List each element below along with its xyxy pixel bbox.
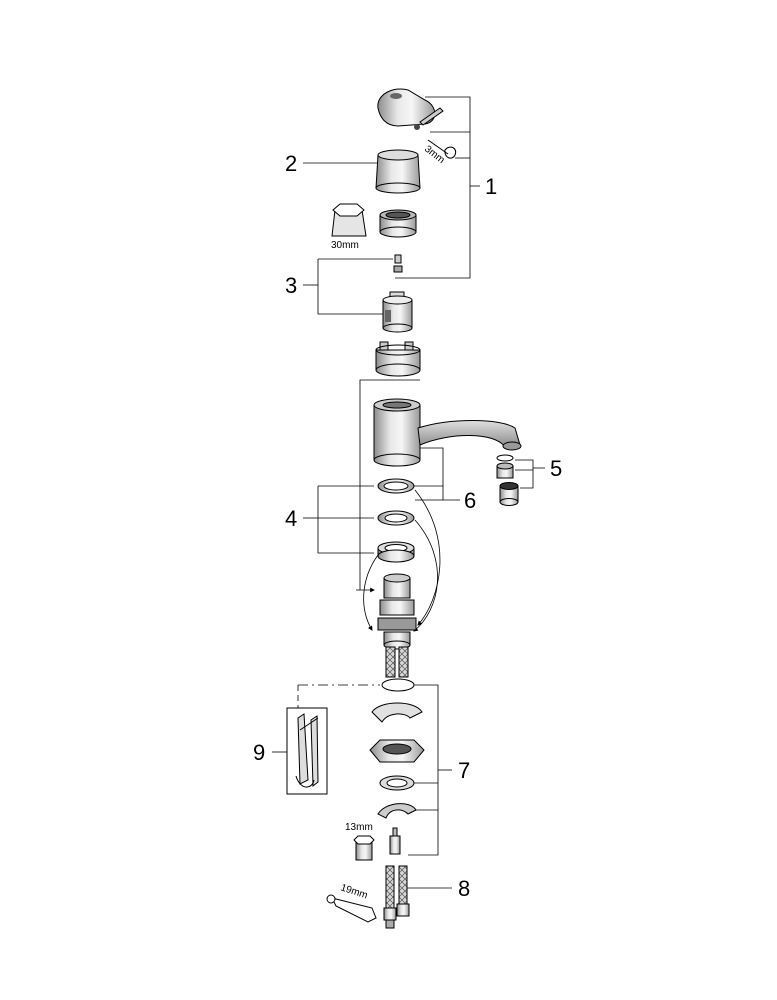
half-shell-spacer <box>371 702 423 723</box>
hex-key-size-label: 3mm <box>422 144 446 166</box>
bonnet-nut <box>379 209 417 238</box>
set-screw <box>414 107 457 159</box>
supply-hoses <box>383 865 410 929</box>
leader-lines <box>272 96 545 889</box>
o-rings <box>377 478 415 563</box>
callout-7: 7 <box>458 758 470 783</box>
base-seal <box>381 678 415 692</box>
callout-1: 1 <box>485 174 497 199</box>
wrench-tool <box>326 894 377 923</box>
cartridge <box>382 291 413 333</box>
mounting-tool-box <box>286 707 328 795</box>
washer <box>379 775 415 791</box>
callout-9: 9 <box>253 740 265 765</box>
aerator-parts <box>496 454 519 506</box>
socket-size-label: 30mm <box>331 240 359 251</box>
callout-3: 3 <box>285 273 297 298</box>
octagon-plate <box>369 739 425 763</box>
nut-size-label: 13mm <box>345 822 373 833</box>
guide-ring <box>375 341 421 377</box>
callout-5: 5 <box>550 456 562 481</box>
callout-6: 6 <box>464 488 476 513</box>
retaining-clip <box>377 803 417 819</box>
callout-4: 4 <box>285 506 297 531</box>
hex-nut <box>353 835 375 861</box>
threaded-stud <box>389 827 401 855</box>
callout-8: 8 <box>458 876 470 901</box>
hose-stubs <box>385 646 409 678</box>
callout-2: 2 <box>285 151 297 176</box>
faucet-body <box>373 398 522 467</box>
cap-cover <box>375 149 421 194</box>
mounting-base <box>377 573 417 650</box>
wrench-size-label: 19mm <box>339 882 369 901</box>
socket-tool <box>331 203 367 237</box>
cartridge-screw <box>393 254 403 273</box>
